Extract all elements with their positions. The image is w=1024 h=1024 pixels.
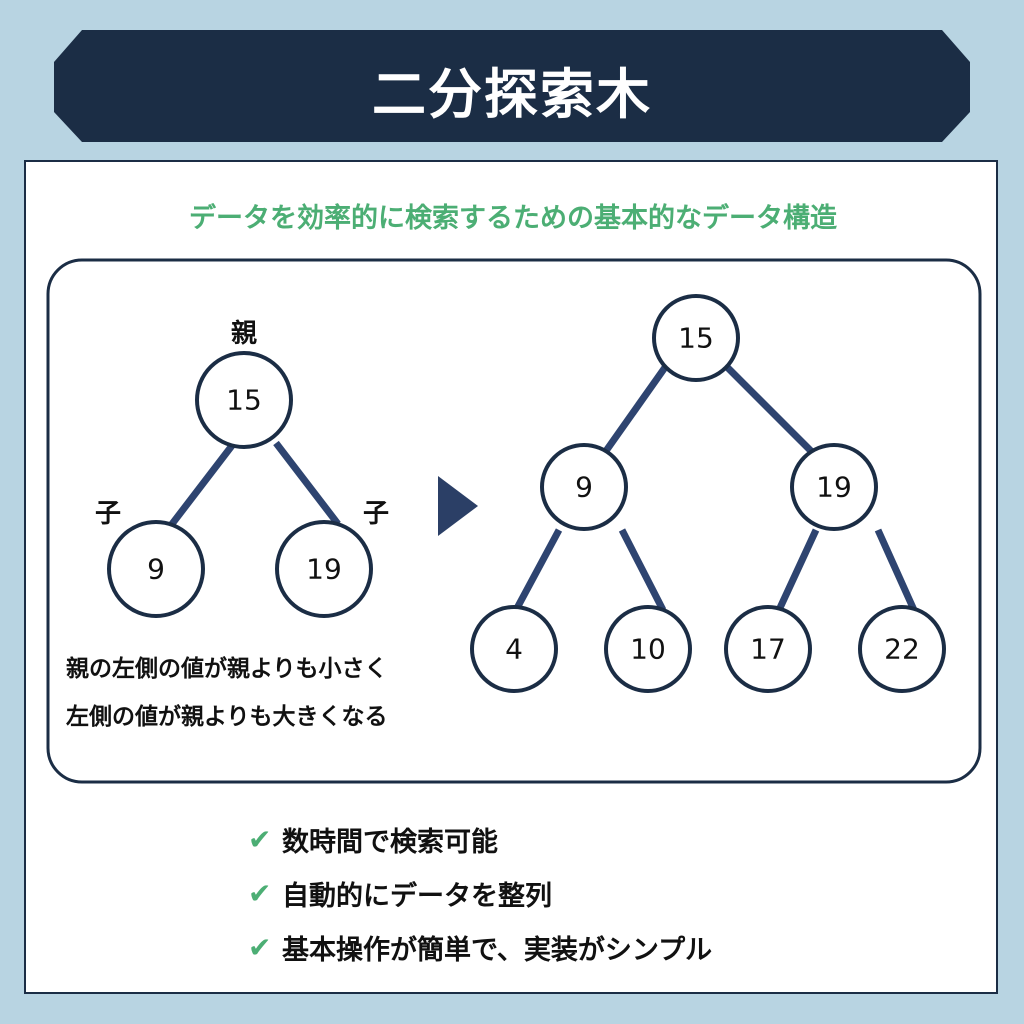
tree-node-19-value: 19 xyxy=(816,471,852,504)
mini-node-right-value: 19 xyxy=(306,553,342,586)
bst-diagram: 親 子 子 15 9 19 親の左側の値が親よりも小さく 左側の値が親よりも大き… xyxy=(46,258,982,784)
tree-node-9-value: 9 xyxy=(575,471,593,504)
mini-node-root: 15 xyxy=(195,351,293,449)
feature-item: ✔ 数時間で検索可能 xyxy=(248,812,712,866)
mini-edge-left xyxy=(169,440,237,527)
caption-line-1: 親の左側の値が親よりも小さく xyxy=(66,655,388,682)
tree-node-root-value: 15 xyxy=(678,322,714,355)
mini-node-left-value: 9 xyxy=(147,553,165,586)
mini-edge-right xyxy=(273,440,341,527)
feature-item: ✔ 基本操作が簡単で、実装がシンプル xyxy=(248,920,712,974)
mini-node-root-value: 15 xyxy=(226,384,262,417)
child-label-right: 子 xyxy=(363,499,389,529)
play-arrow-icon xyxy=(438,476,478,536)
check-icon: ✔ xyxy=(248,822,272,856)
tree-edge-9-4 xyxy=(512,528,563,612)
feature-text: 基本操作が簡単で、実装がシンプル xyxy=(282,934,713,966)
feature-list: ✔ 数時間で検索可能 ✔ 自動的にデータを整列 ✔ 基本操作が簡単で、実装がシン… xyxy=(248,812,712,974)
tree-edge-9-10 xyxy=(618,528,667,612)
feature-text: 自動的にデータを整列 xyxy=(282,880,552,912)
feature-item: ✔ 自動的にデータを整列 xyxy=(248,866,712,920)
check-icon: ✔ xyxy=(248,930,272,964)
tree-node-10: 10 xyxy=(604,605,692,693)
tree-node-9: 9 xyxy=(540,443,628,531)
check-icon: ✔ xyxy=(248,876,272,910)
tree-node-17: 17 xyxy=(724,605,812,693)
tree-node-22: 22 xyxy=(858,605,946,693)
tree-node-root: 15 xyxy=(652,294,740,382)
parent-label: 親 xyxy=(231,319,257,349)
tree-edge-19-22 xyxy=(874,528,918,612)
page-title: 二分探索木 xyxy=(372,62,652,126)
mini-node-left: 9 xyxy=(107,520,205,618)
tree-node-17-value: 17 xyxy=(750,633,786,666)
tree-node-4: 4 xyxy=(470,605,558,693)
tree-node-4-value: 4 xyxy=(505,633,523,666)
caption-line-2: 左側の値が親よりも大きくなる xyxy=(66,703,388,730)
content-card: データを効率的に検索するための基本的なデータ構造 親 子 子 15 9 19 親… xyxy=(24,160,998,994)
tree-node-10-value: 10 xyxy=(630,633,666,666)
tree-edge-root-right xyxy=(723,363,821,461)
tree-node-22-value: 22 xyxy=(884,633,920,666)
tree-edge-19-17 xyxy=(775,528,820,612)
title-banner xyxy=(54,30,970,142)
tree-edge-root-left xyxy=(598,363,669,461)
mini-node-right: 19 xyxy=(275,520,373,618)
subtitle: データを効率的に検索するための基本的なデータ構造 xyxy=(189,203,837,234)
tree-node-19: 19 xyxy=(790,443,878,531)
child-label-left: 子 xyxy=(95,499,121,529)
feature-text: 数時間で検索可能 xyxy=(282,826,498,858)
